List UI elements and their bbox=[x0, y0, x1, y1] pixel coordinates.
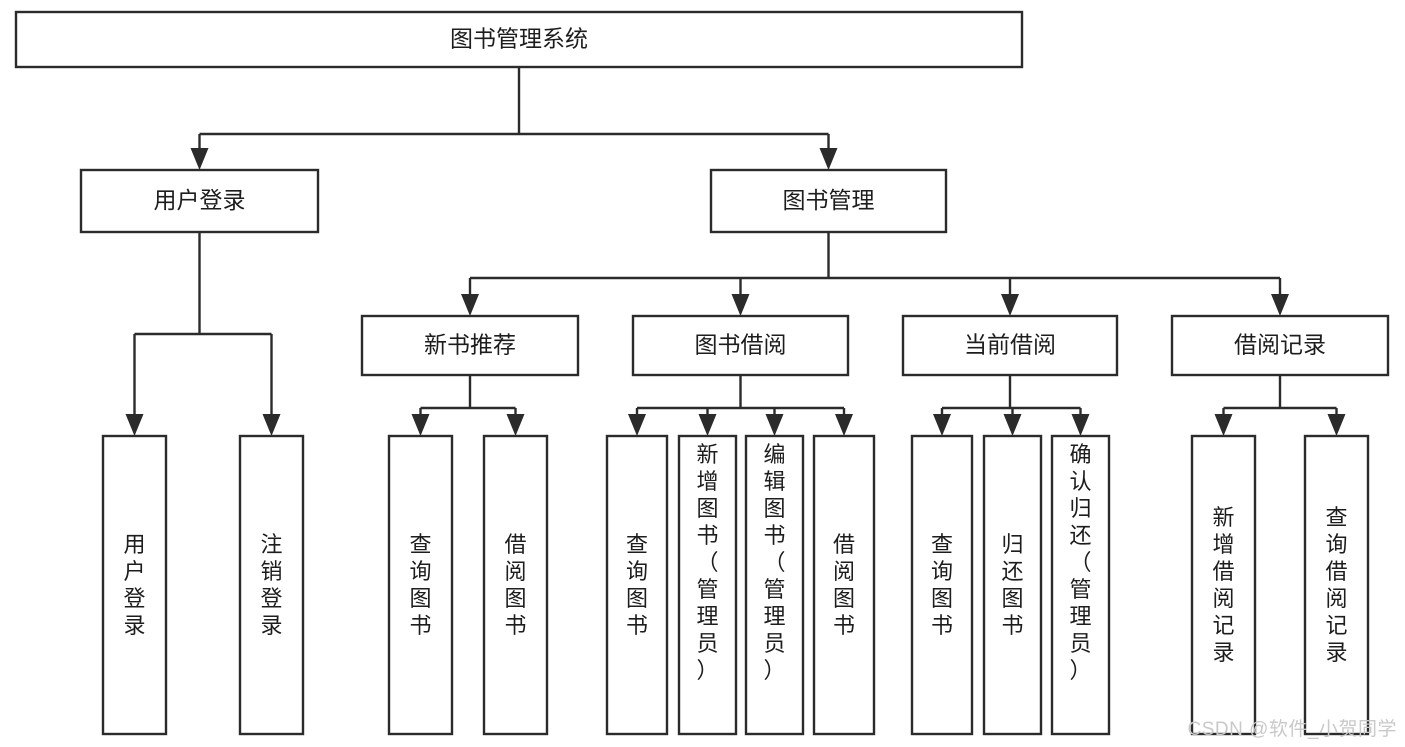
node-leaf-borrow-book[interactable]: 借阅图书 bbox=[812, 434, 876, 736]
arrow-head-icon bbox=[765, 414, 784, 436]
arrow-head-icon bbox=[1001, 294, 1019, 316]
node-label-leaf-query-record: 查询借阅记录 bbox=[1325, 505, 1347, 665]
arrow-head-icon bbox=[190, 148, 209, 170]
arrow-head-icon bbox=[125, 414, 144, 436]
node-label-new-book-recommend: 新书推荐 bbox=[424, 332, 516, 358]
node-label-leaf-add-record: 新增借阅记录 bbox=[1212, 505, 1234, 665]
node-root[interactable]: 图书管理系统 bbox=[14, 10, 1024, 69]
arrow-head-icon bbox=[461, 294, 479, 316]
node-label-leaf-borrow-book-rec: 借阅图书 bbox=[504, 532, 526, 638]
node-box-leaf-add-record bbox=[1190, 434, 1257, 736]
node-label-leaf-borrow-book: 借阅图书 bbox=[833, 532, 855, 638]
node-label-leaf-return-book: 归还图书 bbox=[1001, 532, 1023, 638]
node-box-root bbox=[14, 10, 1024, 69]
node-leaf-query-book-cur[interactable]: 查询图书 bbox=[910, 434, 974, 736]
node-label-leaf-user-login: 用户登录 bbox=[123, 532, 145, 638]
node-box-leaf-return-book bbox=[982, 434, 1043, 736]
arrow-head-icon bbox=[698, 414, 717, 436]
node-label-root: 图书管理系统 bbox=[450, 26, 588, 52]
node-label-leaf-edit-book: 编辑图书（管理员） bbox=[763, 442, 785, 683]
node-box-leaf-query-record bbox=[1303, 434, 1370, 736]
node-leaf-borrow-book-rec[interactable]: 借阅图书 bbox=[482, 434, 549, 736]
node-box-leaf-confirm-return bbox=[1050, 434, 1111, 736]
node-box-borrow-record bbox=[1170, 314, 1390, 377]
csdn-watermark: CSDN @软件_小贺同学 bbox=[1187, 719, 1397, 740]
node-box-leaf-borrow-book bbox=[812, 434, 876, 736]
arrow-head-icon bbox=[1003, 414, 1022, 436]
arrow-head-icon bbox=[835, 414, 853, 436]
node-label-leaf-confirm-return: 确认归还（管理员） bbox=[1069, 442, 1091, 683]
node-box-leaf-user-login bbox=[101, 434, 168, 736]
arrow-head-icon bbox=[411, 414, 430, 436]
node-box-user-login bbox=[79, 168, 320, 234]
node-leaf-query-book-borrow[interactable]: 查询图书 bbox=[605, 434, 669, 736]
node-box-leaf-query-book-borrow bbox=[605, 434, 669, 736]
node-box-current-borrow bbox=[901, 314, 1119, 377]
node-box-leaf-borrow-book-rec bbox=[482, 434, 549, 736]
node-leaf-edit-book[interactable]: 编辑图书（管理员） bbox=[744, 434, 805, 736]
arrow-head-icon bbox=[1071, 414, 1090, 436]
node-current-borrow[interactable]: 当前借阅 bbox=[901, 314, 1119, 377]
node-leaf-query-book-rec[interactable]: 查询图书 bbox=[387, 434, 454, 736]
node-leaf-logout[interactable]: 注销登录 bbox=[238, 434, 305, 736]
node-leaf-return-book[interactable]: 归还图书 bbox=[982, 434, 1043, 736]
node-leaf-add-record[interactable]: 新增借阅记录 bbox=[1190, 434, 1257, 736]
node-label-leaf-query-book-rec: 查询图书 bbox=[409, 532, 431, 638]
node-layer: 图书管理系统用户登录图书管理新书推荐图书借阅当前借阅借阅记录用户登录注销登录查询… bbox=[14, 10, 1390, 736]
arrow-head-icon bbox=[262, 414, 281, 436]
node-book-management[interactable]: 图书管理 bbox=[709, 168, 948, 234]
arrow-head-icon bbox=[628, 414, 646, 436]
node-box-book-borrow bbox=[631, 314, 850, 377]
node-label-leaf-query-book-borrow: 查询图书 bbox=[626, 532, 648, 638]
node-box-new-book-recommend bbox=[360, 314, 580, 377]
arrow-head-icon bbox=[1327, 414, 1346, 436]
node-leaf-add-book[interactable]: 新增图书（管理员） bbox=[677, 434, 738, 736]
node-label-leaf-add-book: 新增图书（管理员） bbox=[696, 442, 718, 683]
node-label-book-management: 图书管理 bbox=[783, 187, 875, 213]
node-box-book-management bbox=[709, 168, 948, 234]
node-box-leaf-logout bbox=[238, 434, 305, 736]
arrow-head-icon bbox=[1214, 414, 1233, 436]
node-label-borrow-record: 借阅记录 bbox=[1234, 332, 1326, 358]
node-book-borrow[interactable]: 图书借阅 bbox=[631, 314, 850, 377]
node-user-login[interactable]: 用户登录 bbox=[79, 168, 320, 234]
node-box-leaf-query-book-rec bbox=[387, 434, 454, 736]
node-label-leaf-logout: 注销登录 bbox=[260, 532, 282, 638]
node-box-leaf-add-book bbox=[677, 434, 738, 736]
node-label-user-login: 用户登录 bbox=[154, 187, 246, 213]
arrow-head-icon bbox=[731, 294, 750, 316]
node-label-current-borrow: 当前借阅 bbox=[964, 332, 1056, 358]
node-box-leaf-query-book-cur bbox=[910, 434, 974, 736]
arrow-head-icon bbox=[819, 148, 838, 170]
node-leaf-confirm-return[interactable]: 确认归还（管理员） bbox=[1050, 434, 1111, 736]
node-leaf-user-login[interactable]: 用户登录 bbox=[101, 434, 168, 736]
node-borrow-record[interactable]: 借阅记录 bbox=[1170, 314, 1390, 377]
node-box-leaf-edit-book bbox=[744, 434, 805, 736]
node-new-book-recommend[interactable]: 新书推荐 bbox=[360, 314, 580, 377]
node-label-book-borrow: 图书借阅 bbox=[695, 332, 787, 358]
node-leaf-query-record[interactable]: 查询借阅记录 bbox=[1303, 434, 1370, 736]
node-label-leaf-query-book-cur: 查询图书 bbox=[931, 532, 953, 638]
arrow-head-icon bbox=[506, 414, 525, 436]
connector-layer bbox=[125, 67, 1346, 436]
arrow-head-icon bbox=[933, 414, 951, 436]
arrow-head-icon bbox=[1271, 294, 1289, 316]
